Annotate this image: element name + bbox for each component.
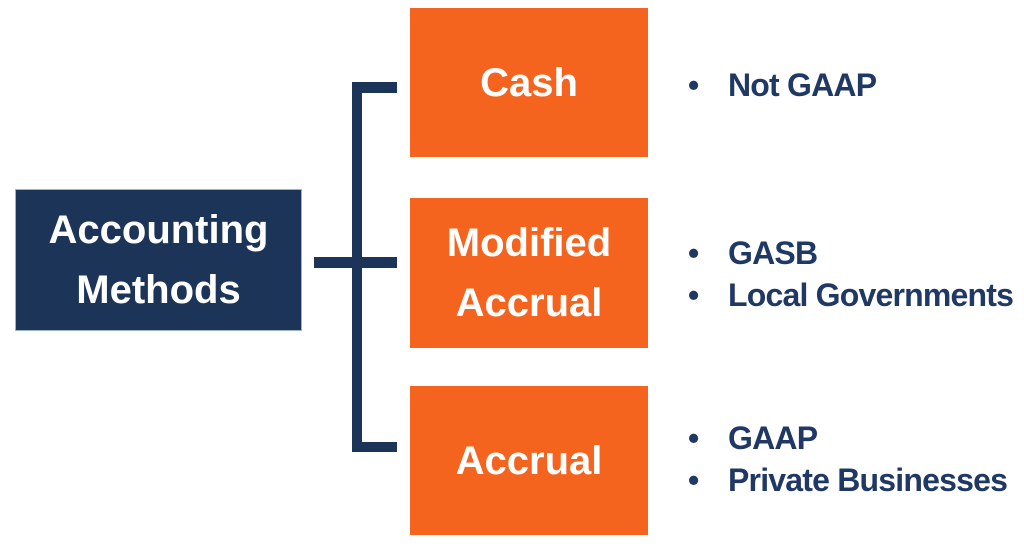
branch-node-modified-accrual: Modified Accrual [410,198,648,348]
branch-node-accrual: Accrual [410,386,648,535]
branch-node-label: Modified Accrual [446,221,612,325]
bullet-label: Not GAAP [728,66,877,103]
bullet-icon: • [688,234,700,271]
bullet-list-cash: • Not GAAP [688,64,877,106]
bullet-item: • GASB [688,232,1013,274]
branch-node-label: Accrual [455,438,603,483]
bullet-label: GAAP [728,419,818,456]
bullet-list-modified-accrual: • GASB • Local Governments [688,232,1014,316]
root-node-label: Accounting Methods [48,208,269,312]
bullet-icon: • [688,461,700,498]
bullet-icon: • [688,66,700,103]
bullet-item: • Not GAAP [688,64,877,106]
branch-node-label: Cash [480,60,578,105]
root-node-accounting-methods: Accounting Methods [15,189,302,331]
bullet-item: • Private Businesses [688,459,1008,501]
bullet-item: • Local Governments [688,274,1014,316]
connector-branch-cash [352,82,397,93]
bullet-label: Private Businesses [728,461,1008,498]
bullet-label: GASB [728,234,818,271]
connector-vertical-spine [352,82,362,452]
branch-node-cash: Cash [410,8,648,157]
bullet-item: • GAAP [688,417,1007,459]
bullet-label: Local Governments [728,276,1014,313]
connector-branch-accrual [352,442,397,452]
bullet-icon: • [688,276,700,313]
bullet-list-accrual: • GAAP • Private Businesses [688,417,1008,501]
bullet-icon: • [688,419,700,456]
